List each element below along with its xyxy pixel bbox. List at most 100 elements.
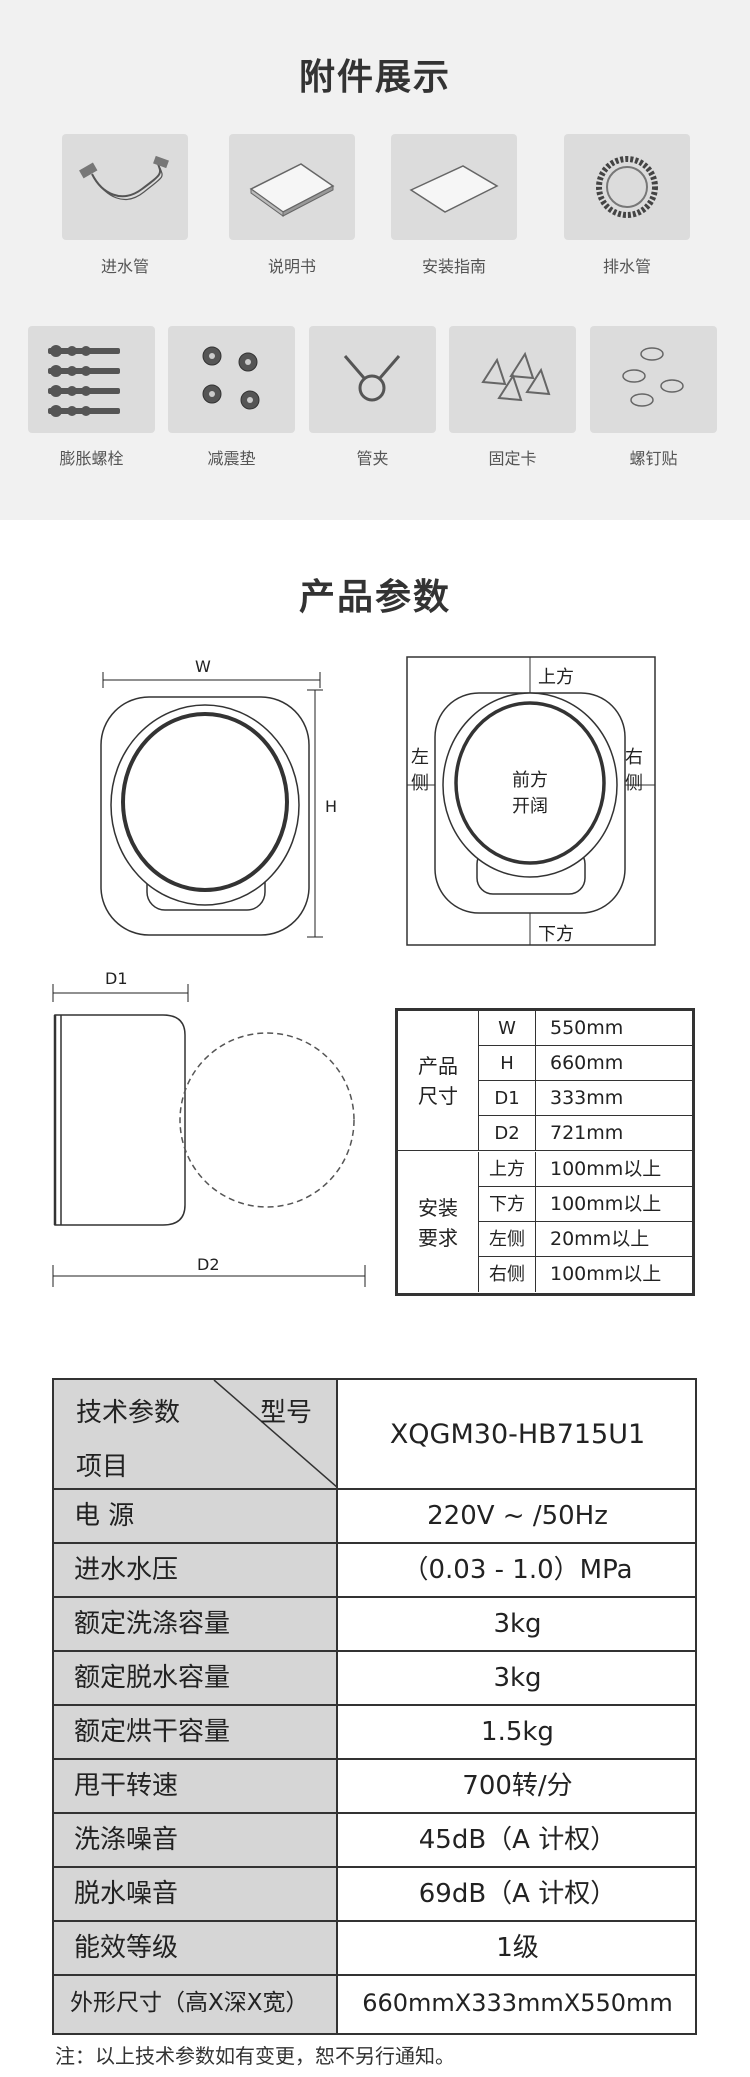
table-row: 电 源 220V ~ /50Hz [54,1490,695,1544]
clearance-diagram: 上方 下方 [405,655,660,950]
install-value: 100mm以上 [550,1263,662,1285]
size-value: 333mm [550,1087,624,1109]
accessory-label: 螺钉贴 [629,449,678,468]
table-row: 洗涤噪音 45dB（A 计权） [54,1814,695,1868]
manual-icon [249,163,335,217]
depth-d1-label: D1 [105,970,128,988]
table-row: 额定烘干容量 1.5kg [54,1706,695,1760]
size-table: 产品 尺寸 W 550mm H 660mm D1 333mm D2 721mm … [395,1008,695,1296]
model-value: XQGM30-HB715U1 [340,1380,695,1488]
install-table-row: 上方 100mm以上 [478,1152,692,1187]
spec-key: 进水水压 [54,1544,338,1596]
accessory-label: 管夹 [356,449,389,468]
size-table-row: H 660mm [478,1046,692,1081]
width-label: W [195,657,211,676]
install-table-row: 右侧 100mm以上 [478,1257,692,1292]
size-table-row: D1 333mm [478,1081,692,1116]
expansion-bolt-icon [48,345,120,417]
table-row: 能效等级 1级 [54,1922,695,1976]
door-swing-arc [179,1032,355,1208]
screw-sticker-icon [622,347,684,407]
size-key: W [478,1011,536,1045]
accessory-tile-fixing-clip [449,326,576,433]
spec-value: 3kg [493,1609,542,1639]
accessory-label: 膨胀螺栓 [59,449,124,468]
inlet-hose-icon [79,155,169,201]
accessory-label: 减震垫 [207,449,256,468]
install-value: 100mm以上 [550,1193,662,1215]
table-row: 甩干转速 700转/分 [54,1760,695,1814]
install-key: 右侧 [478,1257,536,1292]
clearance-frame [406,656,656,946]
accessory-label: 排水管 [602,257,651,276]
accessory-tile-expansion-bolt [28,326,155,433]
clearance-bottom-label: 下方 [538,924,574,945]
tech-table-header: 技术参数 型号 项目 XQGM30-HB715U1 [54,1380,695,1490]
drain-hose-icon [596,156,658,218]
spec-value: 220V ~ /50Hz [427,1501,608,1531]
accessory-label: 固定卡 [488,449,537,468]
tech-param-label: 技术参数 [76,1398,181,1428]
spec-key: 能效等级 [54,1922,338,1974]
spec-key: 脱水噪音 [54,1868,338,1920]
spec-value: 3kg [493,1663,542,1693]
install-value: 100mm以上 [550,1158,662,1180]
accessory-tile-manual [229,134,355,240]
accessory-tile-drain-hose [564,134,690,240]
install-key: 左侧 [478,1222,536,1256]
spec-value: 1.5kg [481,1717,554,1747]
spec-value: （0.03 - 1.0）MPa [402,1555,633,1585]
model-label: 型号 [260,1398,313,1428]
tech-table-corner-cell: 技术参数 型号 项目 [54,1380,338,1488]
size-key: D2 [478,1116,536,1150]
tech-spec-table: 技术参数 型号 项目 XQGM30-HB715U1 电 源 220V ~ /50… [52,1378,697,2035]
size-table-row: D2 721mm [478,1116,692,1151]
accessory-tile-install-guide [391,134,517,240]
accessories-section: 附件展示 进水管 说明书 安装指南 排水管 [0,0,750,520]
accessory-tile-screw-sticker [590,326,717,433]
shock-pad-icon [202,346,260,410]
pipe-clamp-icon [343,355,401,402]
clearance-top-label: 上方 [538,667,574,688]
install-value: 20mm以上 [550,1228,650,1250]
specs-title: 产品参数 [298,577,451,618]
install-key: 上方 [478,1152,536,1186]
item-label: 项目 [76,1452,129,1482]
clearance-right-label: 右 侧 [625,747,643,794]
size-group-label: 产品 尺寸 [398,1011,478,1151]
accessory-tile-inlet-hose [62,134,188,240]
fixing-clip-icon [481,351,551,402]
spec-value: 1级 [496,1933,539,1963]
spec-key: 额定脱水容量 [54,1652,338,1704]
clearance-front-label: 前方 开阔 [512,770,548,817]
table-row: 脱水噪音 69dB（A 计权） [54,1868,695,1922]
washer-side-outline [54,1014,186,1226]
spec-key: 洗涤噪音 [54,1814,338,1866]
height-label: H [325,797,337,816]
size-value: 721mm [550,1122,624,1144]
accessories-title: 附件展示 [298,57,451,98]
table-row: 额定洗涤容量 3kg [54,1598,695,1652]
install-guide-icon [409,165,499,213]
accessory-tile-pipe-clamp [309,326,436,433]
accessory-label: 安装指南 [421,257,486,276]
spec-value: 700转/分 [462,1771,573,1801]
clearance-left-label: 左 侧 [411,747,429,794]
size-key: D1 [478,1081,536,1115]
spec-key: 外形尺寸（高X深X宽） [54,1976,338,2033]
spec-value: 45dB（A 计权） [418,1825,617,1855]
size-value: 660mm [550,1052,624,1074]
install-key: 下方 [478,1187,536,1221]
install-table-row: 下方 100mm以上 [478,1187,692,1222]
table-row: 额定脱水容量 3kg [54,1652,695,1706]
size-key: H [478,1046,536,1080]
accessory-tile-shock-pad [168,326,295,433]
spec-value: 660mmX333mmX550mm [362,1989,673,2017]
depth-d2-label: D2 [197,1255,220,1274]
table-row: 进水水压 （0.03 - 1.0）MPa [54,1544,695,1598]
size-value: 550mm [550,1017,624,1039]
accessory-label: 说明书 [267,257,316,276]
install-group-label: 安装 要求 [418,1195,458,1250]
install-table-row: 左侧 20mm以上 [478,1222,692,1257]
spec-key: 甩干转速 [54,1760,338,1812]
